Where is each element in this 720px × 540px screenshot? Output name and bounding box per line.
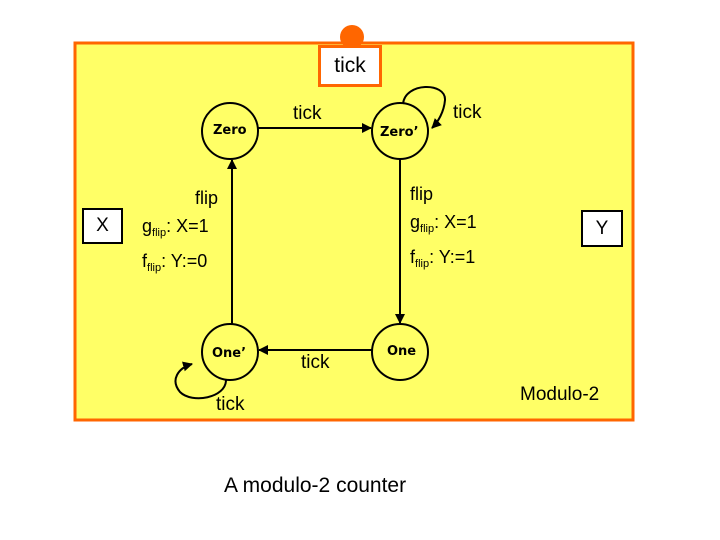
edge-label-zero-prime-loop: tick [453,102,482,123]
self-loop-one-prime [174,361,227,400]
flip-annotation-left: flip [142,184,218,212]
x-port[interactable]: X [82,208,123,244]
tick-input-dot-icon [340,25,364,49]
self-loop-zero-prime [402,86,447,129]
edge-label-zero-zero-prime: tick [293,103,322,124]
flip-label-left: flip [194,188,218,208]
y-port[interactable]: Y [581,210,623,247]
edge-label-one-prime-loop: tick [216,394,245,415]
guard-left: gflip: X=1 [142,216,209,239]
action-right: fflip: Y:=1 [410,247,476,270]
y-port-label: Y [595,217,609,239]
flip-label-right: flip [410,184,434,204]
state-one[interactable] [371,323,429,381]
x-port-label: X [96,215,109,236]
tick-input-port[interactable]: tick [318,45,382,87]
state-zero-label: Zero [213,123,247,138]
action-left: fflip: Y:=0 [142,251,208,274]
state-one-label: One [387,344,417,359]
tick-input-label: tick [334,54,366,77]
guard-right: gflip: X=1 [410,212,477,235]
module-frame [73,41,635,422]
flip-annotation-left-body: gflip: X=1 fflip: Y:=0 [142,212,209,282]
edge-label-one-one-prime: tick [301,352,330,373]
state-zero-prime-label: Zero’ [380,125,419,140]
module-name-label: Modulo-2 [520,384,600,405]
flip-annotation-right: flip gflip: X=1 fflip: Y:=1 [410,180,477,278]
state-one-prime-label: One’ [212,346,247,361]
diagram-caption: A modulo-2 counter [224,474,407,497]
